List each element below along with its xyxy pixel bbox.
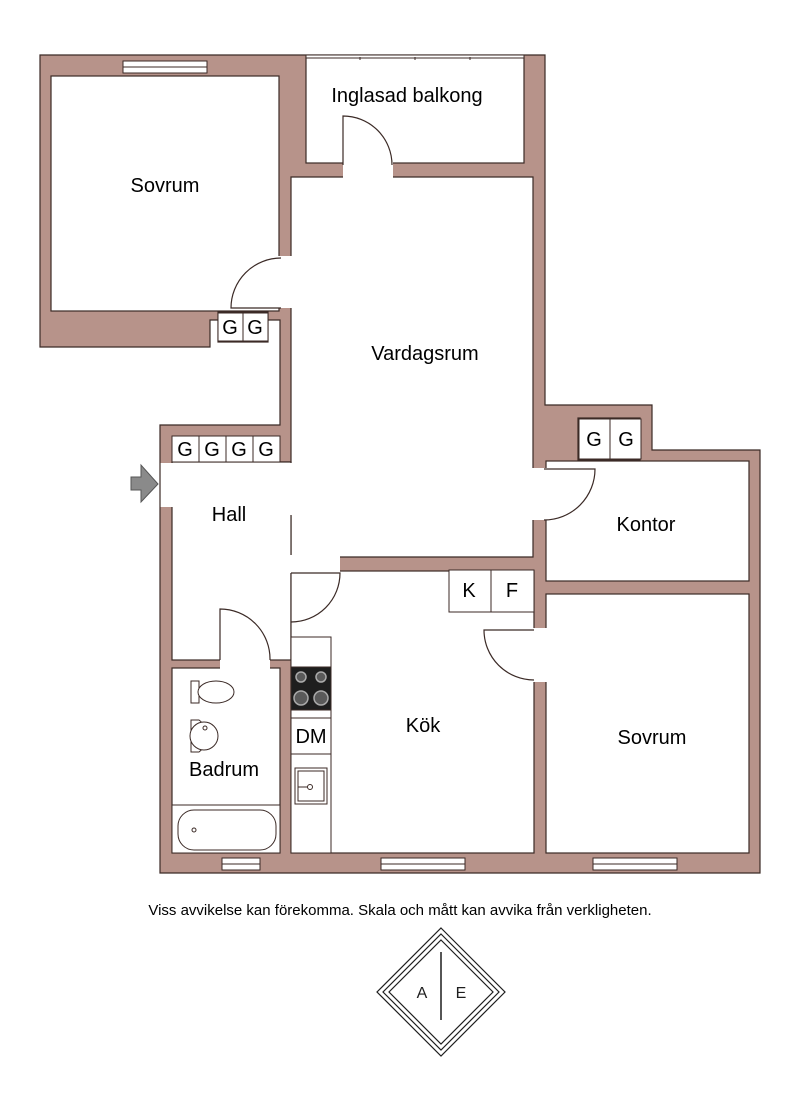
- door-balkong: [342, 115, 393, 166]
- basin-bowl: [189, 721, 219, 751]
- burner-icon: [295, 671, 307, 683]
- door-gap-badrum: [220, 656, 270, 670]
- dishwasher: [290, 717, 332, 755]
- label-kontor: Kontor: [617, 514, 676, 536]
- door-gap-kok: [290, 555, 340, 573]
- burner-icon: [313, 690, 329, 706]
- wardrobe: [578, 418, 611, 460]
- wardrobe: [225, 435, 254, 463]
- agency-logo: [376, 927, 506, 1057]
- wardrobe-label: G: [231, 439, 247, 461]
- logo-letter-right: E: [456, 985, 467, 1002]
- wardrobe-label: G: [222, 317, 238, 339]
- room-sovrum-1: [50, 75, 280, 312]
- room-vardagsrum: [279, 176, 534, 558]
- door-sovrum-1: [230, 257, 282, 309]
- room-kontor: [545, 460, 750, 582]
- wardrobe: [198, 435, 227, 463]
- door-kok: [290, 572, 341, 623]
- label-sovrum-2: Sovrum: [618, 727, 687, 749]
- wardrobe-label: G: [618, 429, 634, 451]
- label-hall: Hall: [212, 504, 246, 526]
- logo-letter-left: A: [417, 985, 428, 1002]
- door-gap-sovrum-2: [531, 628, 548, 682]
- dishwasher-label: DM: [295, 726, 326, 748]
- toilet-icon: [197, 680, 235, 704]
- bathtub-drain-icon: [191, 827, 197, 833]
- wardrobe: [252, 435, 281, 463]
- door-gap-kontor: [531, 468, 548, 520]
- fridge: [448, 569, 492, 613]
- bathtub-inner: [177, 809, 277, 851]
- label-badrum: Badrum: [189, 759, 259, 781]
- entrance-arrow-icon: [130, 463, 159, 504]
- room-hall: [171, 461, 292, 661]
- basin-drain-icon: [202, 725, 208, 731]
- label-balkong: Inglasad balkong: [331, 85, 482, 107]
- label-kok: Kök: [406, 715, 441, 737]
- burner-icon: [293, 690, 309, 706]
- entrance-gap: [158, 463, 174, 507]
- wardrobe-label: G: [177, 439, 193, 461]
- room-sovrum-2: [545, 593, 750, 854]
- sink-basin: [297, 770, 325, 802]
- wardrobe-label: G: [204, 439, 220, 461]
- label-sovrum-1: Sovrum: [131, 175, 200, 197]
- wardrobe-label: G: [586, 429, 602, 451]
- opening-hall-living: [279, 463, 293, 515]
- room-balkong: [305, 56, 525, 164]
- wardrobe: [609, 418, 642, 460]
- wardrobe-label: G: [258, 439, 274, 461]
- door-gap-sovrum-1: [277, 256, 293, 308]
- freezer-label: F: [506, 580, 518, 602]
- door-kontor: [543, 468, 596, 521]
- freezer: [490, 569, 535, 613]
- wardrobe: [171, 435, 200, 463]
- door-badrum: [219, 608, 271, 661]
- burner-icon: [315, 671, 327, 683]
- wardrobe: [242, 312, 269, 342]
- door-gap-balkong: [343, 160, 393, 179]
- wardrobe-label: G: [247, 317, 263, 339]
- door-sovrum-2: [483, 629, 535, 681]
- disclaimer-text: Viss avvikelse kan förekomma. Skala och …: [148, 902, 652, 919]
- fridge-label: K: [462, 580, 476, 602]
- label-vardagsrum: Vardagsrum: [371, 343, 478, 365]
